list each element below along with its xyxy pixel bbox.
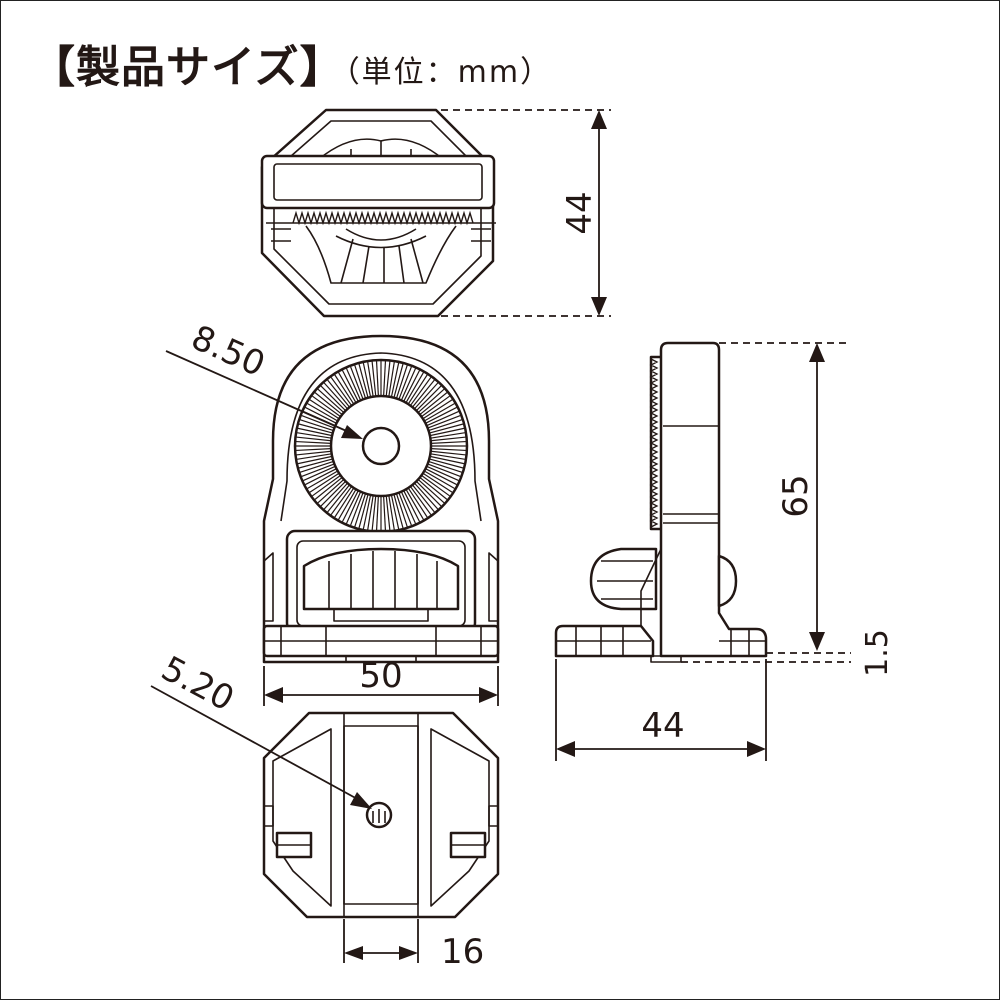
- label-hole-bottom: 5.20: [155, 649, 241, 720]
- bottom-view: [262, 711, 500, 919]
- dim-depth-side: 44: [555, 659, 767, 761]
- page-title: 【製品サイズ】（単位：mm）: [31, 31, 552, 95]
- leader-hole-bottom: 5.20: [150, 649, 372, 809]
- label-base-thickness: 1.5: [860, 629, 895, 677]
- front-view: [262, 334, 500, 664]
- label-height-top: 44: [560, 191, 600, 234]
- unit-note: （単位：mm）: [344, 55, 553, 90]
- side-view: [554, 341, 768, 663]
- label-slot-width: 16: [441, 932, 484, 972]
- dim-slot-width: 16: [343, 919, 484, 972]
- top-view: [260, 108, 496, 318]
- dim-height-top: 44: [441, 109, 611, 317]
- label-depth-side: 44: [641, 706, 684, 746]
- dim-width-front: 50: [263, 656, 499, 706]
- dim-height-side: 65 1.5: [681, 342, 895, 677]
- label-height-side: 65: [776, 474, 816, 517]
- label-width-front: 50: [359, 656, 402, 696]
- title-main: 【製品サイズ】: [31, 42, 345, 93]
- label-hole-front: 8.50: [185, 318, 270, 385]
